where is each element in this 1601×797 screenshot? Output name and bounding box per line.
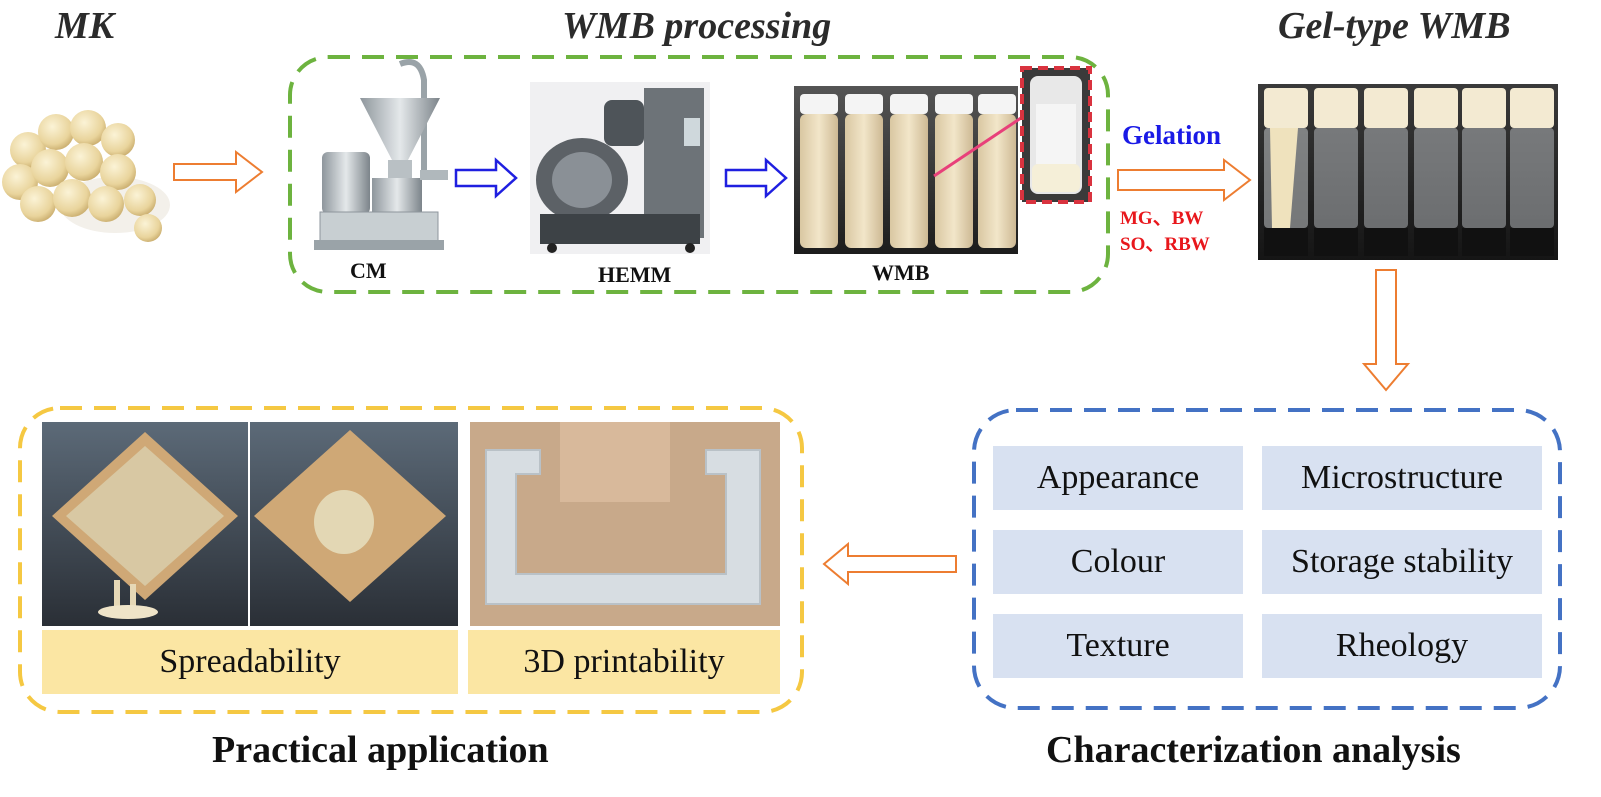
arrow-gel-to-characterization bbox=[1361, 269, 1411, 392]
hemm-machine-image bbox=[530, 82, 710, 254]
wmb-bottles-image bbox=[794, 86, 1018, 254]
application-box bbox=[18, 406, 804, 714]
gelling-agents-line-1: MG、BW bbox=[1120, 208, 1204, 229]
char-item-colour: Colour bbox=[993, 530, 1243, 594]
gelling-agents-line-2: SO、RBW bbox=[1120, 234, 1210, 255]
char-item-appearance: Appearance bbox=[993, 446, 1243, 510]
spread-toast-photo-1 bbox=[42, 422, 248, 626]
wmb-label: WMB bbox=[872, 260, 930, 285]
application-3d-printability: 3D printability bbox=[468, 630, 780, 694]
char-item-storage-stability: Storage stability bbox=[1262, 530, 1542, 594]
inverted-vial-highlight bbox=[1020, 66, 1092, 204]
arrow-mk-to-processing bbox=[173, 149, 264, 195]
zoom-connector-line bbox=[933, 110, 1031, 178]
arrow-hemm-to-wmb bbox=[724, 157, 788, 199]
hemm-label: HEMM bbox=[598, 262, 672, 287]
application-spreadability: Spreadability bbox=[42, 630, 458, 694]
arrow-characterization-to-application bbox=[822, 541, 957, 587]
characterization-box bbox=[972, 408, 1562, 710]
gelation-label: Gelation bbox=[1122, 120, 1221, 150]
macadamia-nuts-image bbox=[2, 110, 170, 242]
processing-title: WMB processing bbox=[562, 5, 832, 47]
gel-type-wmb-image bbox=[1258, 84, 1558, 260]
char-item-rheology: Rheology bbox=[1262, 614, 1542, 678]
practical-application-title: Practical application bbox=[212, 729, 549, 771]
char-item-texture: Texture bbox=[993, 614, 1243, 678]
cm-label: CM bbox=[350, 258, 387, 283]
arrow-gelation bbox=[1117, 157, 1252, 203]
gel-type-title: Gel-type WMB bbox=[1278, 5, 1511, 47]
3d-printed-photo bbox=[470, 422, 780, 626]
arrow-cm-to-hemm bbox=[454, 157, 518, 199]
colloid-mill-image bbox=[314, 59, 448, 250]
spread-toast-photo-2 bbox=[250, 422, 458, 626]
characterization-analysis-title: Characterization analysis bbox=[1046, 729, 1461, 771]
char-item-microstructure: Microstructure bbox=[1262, 446, 1542, 510]
mk-title: MK bbox=[55, 5, 115, 47]
